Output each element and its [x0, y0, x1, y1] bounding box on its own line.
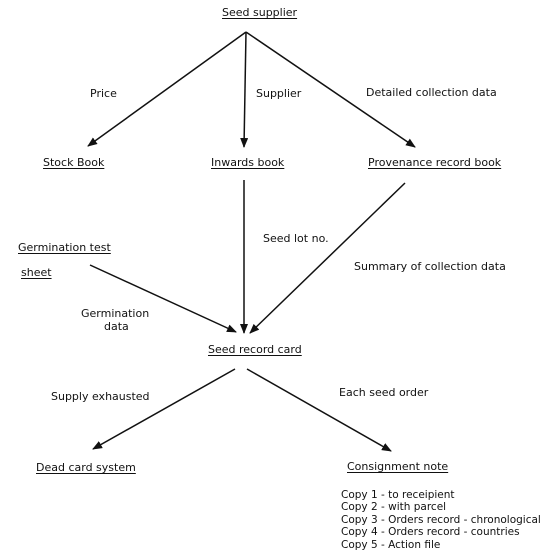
label-seed-lot-no: Seed lot no. — [263, 232, 329, 245]
copy-item: Copy 3 - Orders record - chronological — [341, 513, 541, 526]
node-dead-card-system: Dead card system — [36, 461, 136, 474]
copy-item: Copy 4 - Orders record - countries — [341, 526, 520, 539]
arrow-supplier-to-inwards-book — [240, 31, 249, 148]
consignment-copies-list: Copy 1 - to receipient Copy 2 - with par… — [341, 489, 541, 551]
label-price: Price — [90, 87, 117, 100]
node-germination-test-sheet-2: sheet — [21, 266, 52, 279]
arrow-supplier-to-stock-book — [87, 31, 247, 147]
label-summary-collection-data: Summary of collection data — [354, 260, 506, 273]
node-inwards-book: Inwards book — [211, 156, 285, 169]
copy-item: Copy 2 - with parcel — [341, 501, 447, 514]
arrow-record-card-to-consignment — [246, 368, 392, 452]
arrow-record-card-to-dead-card — [92, 368, 236, 450]
arrow-germination-to-record-card — [89, 264, 237, 333]
label-supplier: Supplier — [256, 87, 302, 100]
arrow-supplier-to-provenance-book — [245, 31, 416, 148]
node-seed-record-card: Seed record card — [208, 343, 302, 356]
node-stock-book: Stock Book — [43, 156, 105, 169]
node-germination-test-sheet: Germination test — [18, 241, 111, 254]
arrow-provenance-to-record-card — [249, 182, 406, 334]
label-germination-data: Germination — [81, 307, 150, 320]
node-consignment-note: Consignment note — [347, 460, 449, 473]
node-provenance-record-book: Provenance record book — [368, 156, 502, 169]
copy-item: Copy 1 - to receipient — [341, 489, 455, 501]
label-supply-exhausted: Supply exhausted — [51, 390, 150, 403]
label-detailed-collection-data: Detailed collection data — [366, 86, 497, 99]
label-each-seed-order: Each seed order — [339, 386, 429, 399]
label-germination-data-2: data — [104, 320, 129, 333]
copy-item: Copy 5 - Action file — [341, 538, 441, 551]
node-seed-supplier: Seed supplier — [222, 6, 298, 19]
